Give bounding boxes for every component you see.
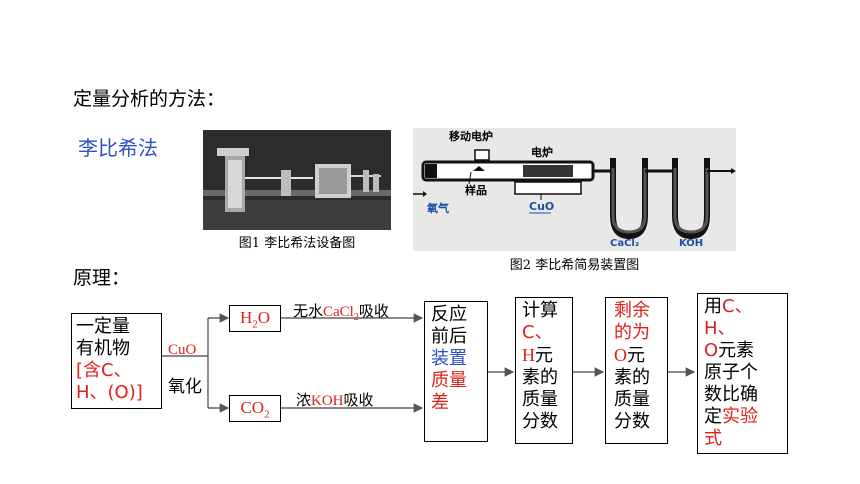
- ratio-line5a: 定: [704, 406, 722, 427]
- calc-line2: C、: [522, 322, 553, 343]
- ratio-line3: 原子个: [704, 362, 758, 383]
- apparatus-diagram-drawing: 移动电炉 电炉 样品 氧气 CuO CaCl₂ KOH: [413, 129, 736, 249]
- oxidize-label: 氧化: [168, 377, 202, 397]
- box-atom-ratio: 用C、H、 O元素 原子个 数比确 定实验 式: [697, 293, 788, 454]
- calc-line5: 质量: [522, 389, 558, 410]
- co2-base: CO: [240, 398, 265, 417]
- h2o-sub: 2: [252, 318, 258, 331]
- o-line2: 的为: [614, 322, 650, 343]
- h2o-base: H: [239, 308, 253, 327]
- method-title: 李比希法: [78, 136, 158, 160]
- o-line3b: 元: [627, 345, 645, 366]
- organic-line3: [含C、: [76, 360, 132, 381]
- ratio-line1a: 用: [704, 296, 722, 317]
- label-oxygen: 氧气: [426, 201, 449, 215]
- co2-sub: 2: [264, 408, 270, 421]
- cacl2-sub: 2: [353, 312, 359, 323]
- o-line1: 剩余: [614, 300, 650, 321]
- oxidant-label: CuO: [168, 342, 197, 358]
- label-mobile-furnace: 移动电炉: [449, 129, 493, 143]
- cacl2-pre: 无水: [293, 302, 324, 320]
- label-cacl2: CaCl₂: [610, 238, 639, 249]
- organic-line1: 一定量: [76, 316, 130, 337]
- ratio-line2b: 元素: [718, 340, 755, 361]
- box-calc-ch: 计算 C、 H元 素的 质量 分数: [515, 297, 573, 444]
- calc-line4: 素的: [522, 367, 558, 388]
- heading: 定量分析的方法：: [73, 88, 226, 110]
- koh-absorb-label: 浓KOH吸收: [296, 389, 374, 410]
- mass-line5: 差: [431, 392, 449, 413]
- organic-line2: 有机物: [76, 338, 130, 359]
- apparatus-photo: [203, 130, 391, 230]
- calc-line3b: 元: [535, 345, 553, 366]
- apparatus-diagram: 移动电炉 电炉 样品 氧气 CuO CaCl₂ KOH: [413, 128, 736, 251]
- mass-line4: 质量: [431, 370, 467, 391]
- o-line4: 素的: [614, 367, 650, 388]
- label-cuo: CuO: [529, 200, 554, 213]
- box-remaining-o: 剩余 的为 O元 素的 质量 分数: [605, 297, 668, 444]
- mass-line1: 反应: [431, 304, 467, 325]
- mass-line3: 装置: [431, 348, 467, 369]
- ratio-line2a: O: [704, 340, 719, 361]
- calc-line6: 分数: [522, 411, 558, 432]
- box-organic: 一定量 有机物 [含C、 H、(O)]: [71, 313, 162, 409]
- h2o-tail: O: [257, 308, 271, 327]
- o-line3a: O: [614, 345, 627, 365]
- ratio-line1b: C、H、: [704, 296, 753, 339]
- koh-chem: KOH: [311, 393, 344, 409]
- apparatus-photo-drawing: [203, 130, 391, 230]
- cacl2-chem: CaCl: [323, 304, 354, 320]
- figure2-caption: 图2 李比希简易装置图: [509, 258, 640, 273]
- label-furnace: 电炉: [531, 145, 553, 159]
- cacl2-post: 吸收: [358, 302, 389, 320]
- mass-line2: 前后: [431, 326, 467, 347]
- organic-line4: H、(O)]: [76, 382, 143, 403]
- calc-line1: 计算: [522, 300, 558, 321]
- figure1-caption: 图1 李比希法设备图: [238, 236, 356, 251]
- ratio-line6: 式: [704, 428, 722, 449]
- o-line5: 质量: [614, 389, 650, 410]
- box-h2o: H2O: [229, 305, 281, 332]
- principle-label: 原理：: [73, 267, 131, 289]
- o-line6: 分数: [614, 411, 650, 432]
- ratio-line4: 数比确: [704, 384, 758, 405]
- label-sample: 样品: [465, 183, 487, 197]
- cacl2-absorb-label: 无水CaCl2吸收: [293, 300, 389, 323]
- box-co2: CO2: [229, 395, 281, 422]
- koh-post: 吸收: [343, 391, 374, 409]
- box-mass-difference: 反应 前后 装置 质量 差: [424, 301, 488, 442]
- koh-pre: 浓: [296, 391, 312, 409]
- calc-line3a: H: [522, 345, 535, 365]
- label-koh: KOH: [679, 238, 703, 249]
- ratio-line5b: 实验: [722, 406, 758, 427]
